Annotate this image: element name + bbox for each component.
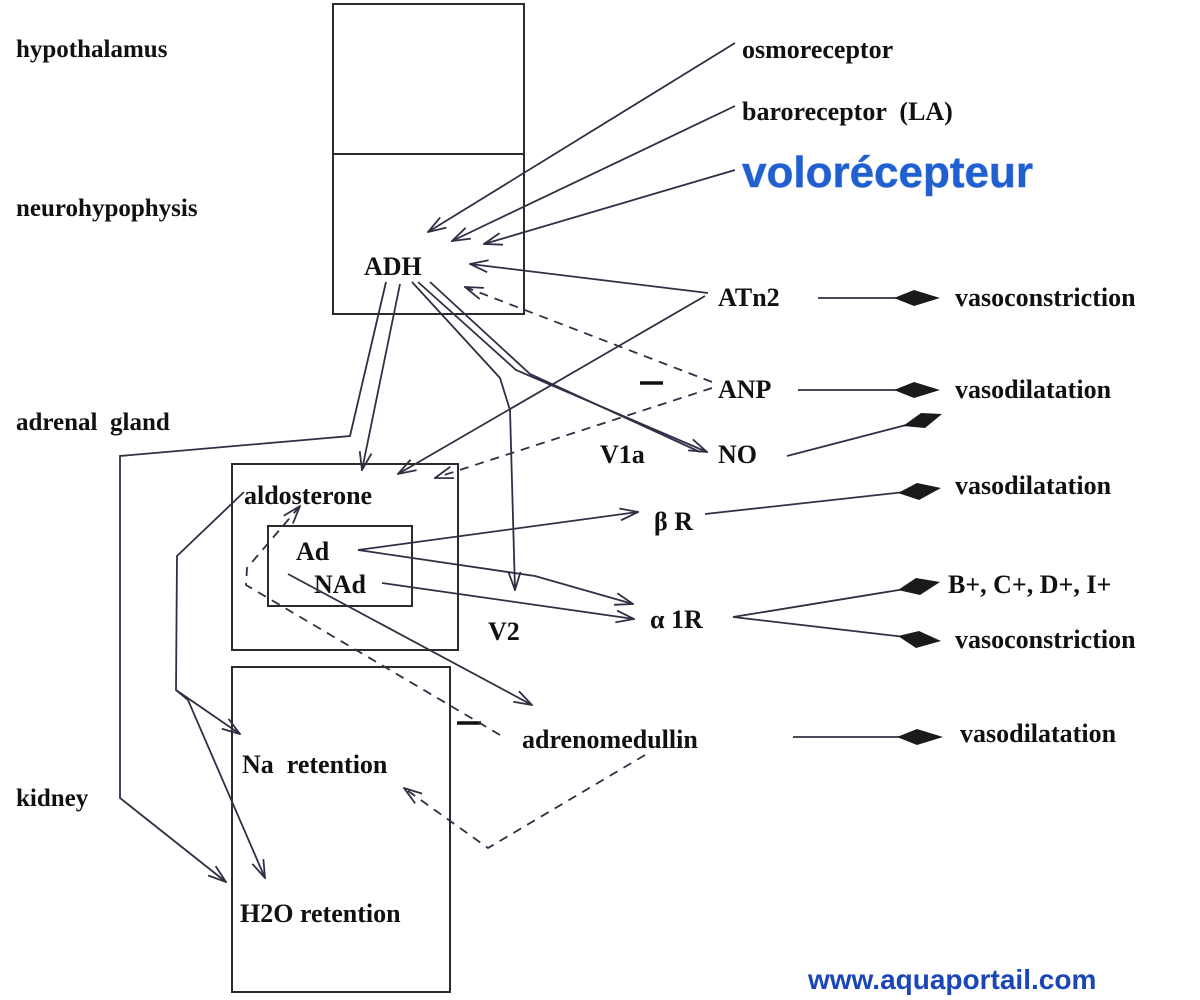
ad-to-beta-r-arrow xyxy=(357,512,638,551)
adh-label: ADH xyxy=(364,252,422,281)
baroreceptor-to-adh-arrow xyxy=(452,105,736,241)
adrenal-medulla-box xyxy=(267,525,413,607)
no-vasodilatation-line xyxy=(786,423,911,457)
h2o-retention-label: H2O retention xyxy=(240,899,401,928)
alpha-1r-label: α 1R xyxy=(650,605,703,634)
atn2-to-adh-arrow xyxy=(470,264,709,294)
no-label: NO xyxy=(718,440,757,469)
baroreceptor-label: baroreceptor (LA) xyxy=(742,97,953,126)
hypothalamus-box xyxy=(332,3,525,155)
anp-to-adh-inhibition-arrow xyxy=(465,287,713,383)
nad-label: NAd xyxy=(314,570,367,599)
effect-anp-label: vasodilatation xyxy=(955,375,1112,404)
v2-label: V2 xyxy=(488,617,520,646)
adh-to-v1a-path xyxy=(417,281,707,452)
adrenomedullin-to-na-retention-inhibition-arrow xyxy=(404,754,646,850)
beta-r-label: β R xyxy=(654,507,693,536)
ad-to-adrenomedullin-arrow xyxy=(287,573,532,705)
aldosterone-to-na-retention-path xyxy=(175,491,245,734)
hypothalamus-label: hypothalamus xyxy=(16,36,168,63)
adrenomedullin-to-aldosterone-inhibition-arrow xyxy=(245,506,501,736)
anp-to-aldosterone-inhibition-arrow xyxy=(435,387,713,478)
kidney-label: kidney xyxy=(16,785,89,812)
osmoreceptor-label: osmoreceptor xyxy=(742,35,893,64)
effect-adrenomedullin-label: vasodilatation xyxy=(960,719,1117,748)
anp-vasodilatation-head xyxy=(894,382,940,398)
ad-to-alpha-1r-path xyxy=(357,549,633,604)
voloreceptor-label: volorécepteur xyxy=(742,148,1033,197)
adh-to-h2o-retention-path xyxy=(119,281,387,882)
watermark: www.aquaportail.com xyxy=(807,964,1096,995)
kidney-box xyxy=(231,666,451,993)
effect-beta-label: vasodilatation xyxy=(955,471,1112,500)
v1a-label: V1a xyxy=(600,440,645,469)
effect-alpha-inotropic-label: B+, C+, D+, I+ xyxy=(948,570,1111,599)
adrenomedullin-vasodilatation-head xyxy=(897,729,943,745)
adh-to-v2-path xyxy=(411,281,515,590)
beta-vasodilatation-line xyxy=(704,491,906,515)
neurohypophysis-box xyxy=(332,153,525,315)
no-vasodilatation-head xyxy=(903,413,942,428)
atn2-label: ATn2 xyxy=(718,283,780,312)
adrenomedullin-label: adrenomedullin xyxy=(522,725,698,754)
alpha-vasoconstriction-head xyxy=(898,631,941,648)
adh-to-no-path xyxy=(429,281,701,453)
alpha-inotropic-line xyxy=(732,588,906,618)
voloreceptor-to-adh-arrow xyxy=(484,169,736,244)
aldosterone-to-h2o-retention-path xyxy=(175,689,265,878)
na-retention-label: Na retention xyxy=(242,750,388,779)
alpha-inotropic-head xyxy=(898,578,940,595)
aldosterone-label: aldosterone xyxy=(244,481,372,510)
anp-label: ANP xyxy=(718,375,772,404)
adrenal-gland-label: adrenal gland xyxy=(16,409,170,436)
effect-atn2-label: vasoconstriction xyxy=(955,283,1136,312)
osmoreceptor-to-adh-arrow xyxy=(428,42,736,232)
beta-vasodilatation-head xyxy=(898,483,941,500)
adrenal-gland-box xyxy=(231,463,459,651)
atn2-vasoconstriction-head xyxy=(894,290,940,306)
alpha-vasoconstriction-line xyxy=(732,616,906,638)
ad-label: Ad xyxy=(296,537,330,566)
effect-alpha-vaso-label: vasoconstriction xyxy=(955,625,1136,654)
nad-to-alpha-1r-arrow xyxy=(381,582,634,619)
adh-to-aldosterone-arrow xyxy=(362,283,401,470)
neurohypophysis-label: neurohypophysis xyxy=(16,195,198,222)
